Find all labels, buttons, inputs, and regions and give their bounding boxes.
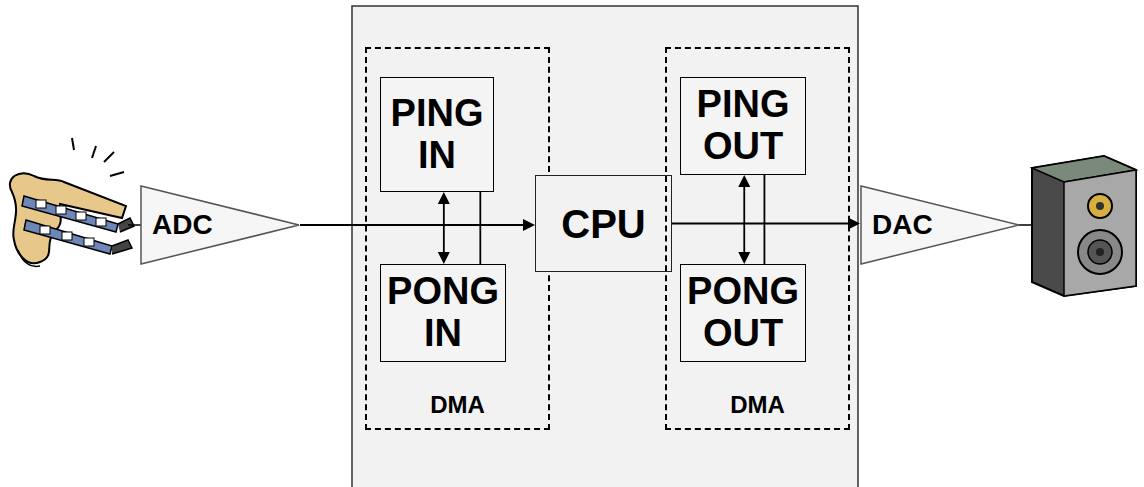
guitar-illustration: [10, 138, 134, 266]
node-label: PING IN: [385, 93, 489, 177]
buffer-box: PONG OUT: [680, 264, 806, 362]
group-label: DMA: [367, 392, 548, 418]
cpu-box: CPU: [535, 175, 672, 272]
node-label: ADC: [152, 210, 213, 241]
arrow-head: [523, 219, 535, 231]
node-label: DAC: [872, 210, 933, 241]
buffer-box: PING IN: [380, 77, 494, 192]
connector: [738, 175, 750, 264]
node-label: CPU: [561, 202, 645, 246]
connector: [300, 219, 535, 231]
arrow-head: [738, 252, 750, 264]
adc-triangle: ADC: [140, 185, 300, 265]
arrow-head: [738, 175, 750, 187]
output-wire: [1019, 224, 1032, 226]
group-label: DMA: [667, 392, 848, 418]
buffer-box: PONG IN: [380, 264, 506, 362]
arrow-head: [438, 192, 450, 204]
dma-group: DMA PING OUT PONG OUT: [665, 47, 850, 430]
connector-line: [443, 202, 445, 254]
connector: [480, 192, 481, 264]
node-label: PING OUT: [685, 84, 801, 168]
arrow-head: [438, 252, 450, 264]
connector-line: [764, 175, 766, 264]
input-wire: [128, 224, 141, 226]
connector-line: [300, 224, 525, 226]
buffer-box: PING OUT: [680, 77, 806, 175]
dac-triangle: DAC: [860, 185, 1020, 265]
connector: [438, 192, 450, 264]
connector-line: [672, 223, 850, 225]
panel-background: [352, 6, 858, 487]
node-label: PONG OUT: [685, 271, 801, 355]
connector-line: [743, 185, 745, 254]
dma-group: DMA PING IN PONG IN: [365, 47, 550, 430]
node-label: PONG IN: [385, 271, 501, 355]
connector: [672, 218, 860, 230]
connector-line: [479, 192, 481, 264]
speaker-illustration: [1032, 156, 1136, 296]
connector: [764, 175, 765, 264]
